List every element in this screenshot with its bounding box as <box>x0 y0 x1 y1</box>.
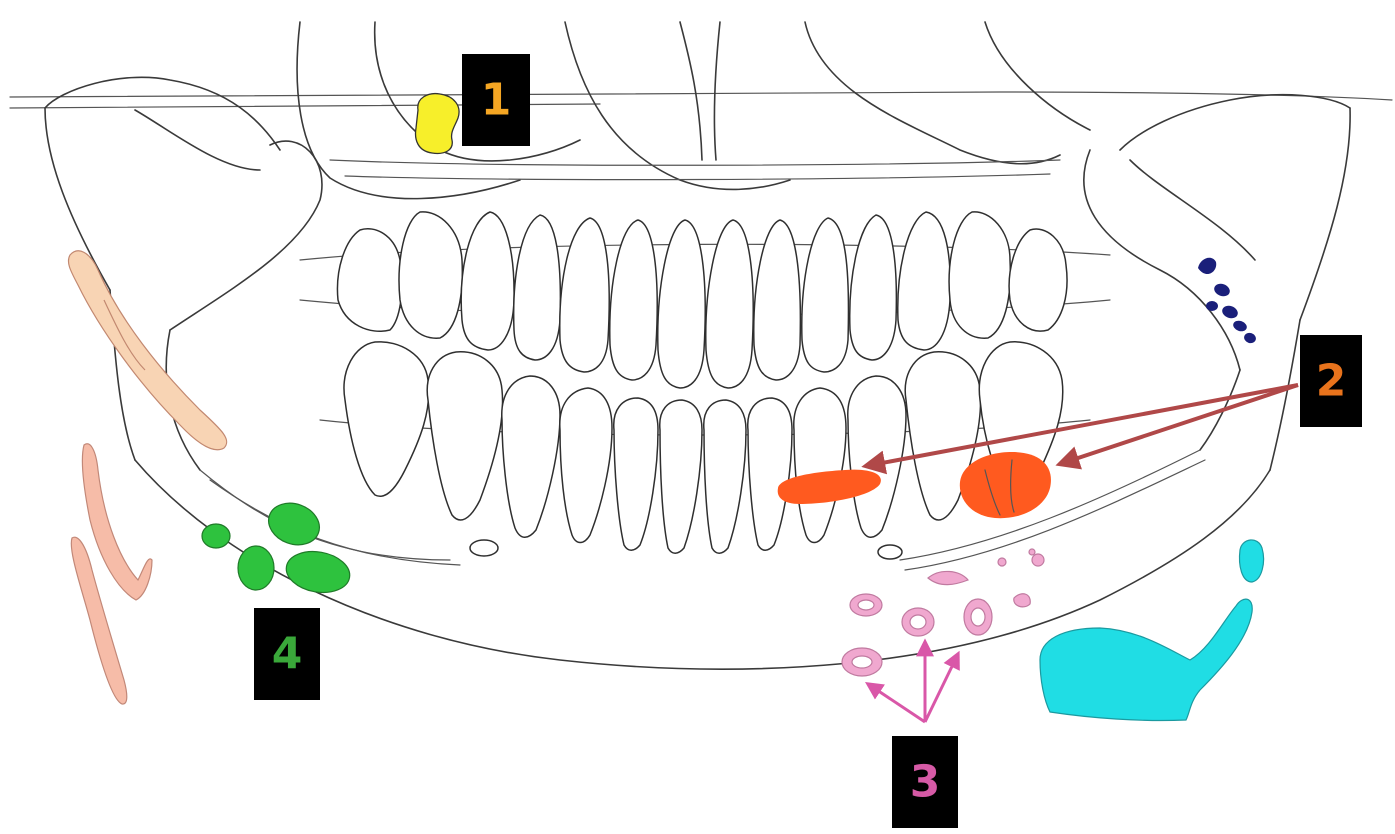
label-1: 1 <box>462 54 530 146</box>
label-1-text: 1 <box>481 75 512 126</box>
yellow-lesion <box>414 92 460 155</box>
arrows-label-3 <box>865 638 960 724</box>
upper-teeth <box>336 211 1068 389</box>
orange-lesion-large <box>959 452 1051 519</box>
pink-ring-lesions <box>841 548 1045 677</box>
orange-lesion-small <box>777 469 881 504</box>
label-2: 2 <box>1300 335 1362 427</box>
label-3: 3 <box>892 736 958 828</box>
label-3-text: 3 <box>910 757 941 808</box>
label-4: 4 <box>254 608 320 700</box>
label-2-text: 2 <box>1316 356 1347 407</box>
arrows-label-2 <box>861 383 1299 475</box>
peach-stylohyoid <box>67 250 228 451</box>
label-4-text: 4 <box>272 629 303 680</box>
cyan-lesion <box>1039 539 1265 722</box>
navy-dots <box>1198 257 1256 344</box>
salmon-calcifications <box>70 443 153 705</box>
green-node-lesions <box>201 502 351 594</box>
